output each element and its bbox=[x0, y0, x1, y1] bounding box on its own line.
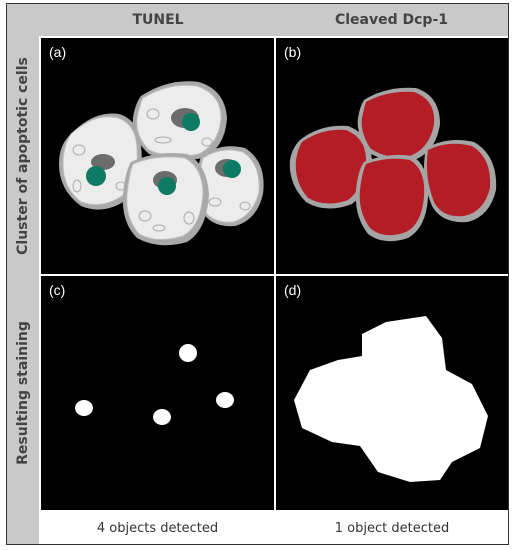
panel-label-a: (a) bbox=[49, 44, 67, 60]
tunel-stained-object bbox=[179, 344, 197, 362]
tunel-stained-object bbox=[153, 409, 171, 425]
dcp1-stained-cell bbox=[424, 140, 497, 223]
panel-b: (b) bbox=[276, 38, 508, 274]
dcp1-stained-object bbox=[294, 316, 488, 482]
panel-label-d: (d) bbox=[284, 282, 302, 298]
apoptotic-cell bbox=[122, 153, 209, 246]
dcp1-stained-cell bbox=[355, 154, 429, 242]
apoptotic-cell bbox=[196, 146, 264, 227]
tunel-nucleus bbox=[223, 160, 241, 178]
row-label-cluster: Cluster of apoptotic cells bbox=[7, 38, 39, 274]
row-label-cluster-text: Cluster of apoptotic cells bbox=[15, 57, 32, 255]
apoptotic-cell bbox=[59, 113, 142, 210]
panel-a: (a) bbox=[41, 38, 274, 274]
apoptotic-cell bbox=[132, 81, 227, 161]
dcp1-stained-cell bbox=[357, 87, 440, 161]
panel-label-b: (b) bbox=[284, 44, 302, 60]
column-header-dcp1: Cleaved Dcp-1 bbox=[334, 12, 449, 28]
tunel-stained-object bbox=[216, 392, 234, 408]
dcp1-object-count: 1 object detected bbox=[276, 512, 508, 544]
column-header-tunel: TUNEL bbox=[132, 12, 184, 28]
tunel-stained-object bbox=[75, 400, 93, 416]
panel-d: (d) bbox=[276, 276, 508, 510]
panel-c: (c) bbox=[41, 276, 274, 510]
tunel-object-count: 4 objects detected bbox=[41, 512, 274, 544]
dcp1-stained-cell bbox=[289, 125, 372, 209]
dcp1-staining-result bbox=[294, 316, 488, 482]
dcp1-cells-illustration bbox=[289, 87, 497, 242]
panel-label-c: (c) bbox=[49, 282, 66, 298]
tunel-nucleus bbox=[182, 113, 200, 131]
figure-frame: TUNEL Cleaved Dcp-1 Cluster of apoptotic… bbox=[6, 3, 509, 545]
tunel-nucleus bbox=[158, 177, 176, 195]
tunel-cells-illustration bbox=[59, 81, 264, 246]
tunel-nucleus bbox=[86, 166, 106, 186]
column-header-bar bbox=[7, 4, 508, 36]
tunel-staining-result bbox=[75, 344, 234, 425]
row-label-staining: Resulting staining bbox=[7, 276, 39, 510]
row-label-bar bbox=[7, 4, 39, 544]
row-label-staining-text: Resulting staining bbox=[15, 321, 32, 465]
